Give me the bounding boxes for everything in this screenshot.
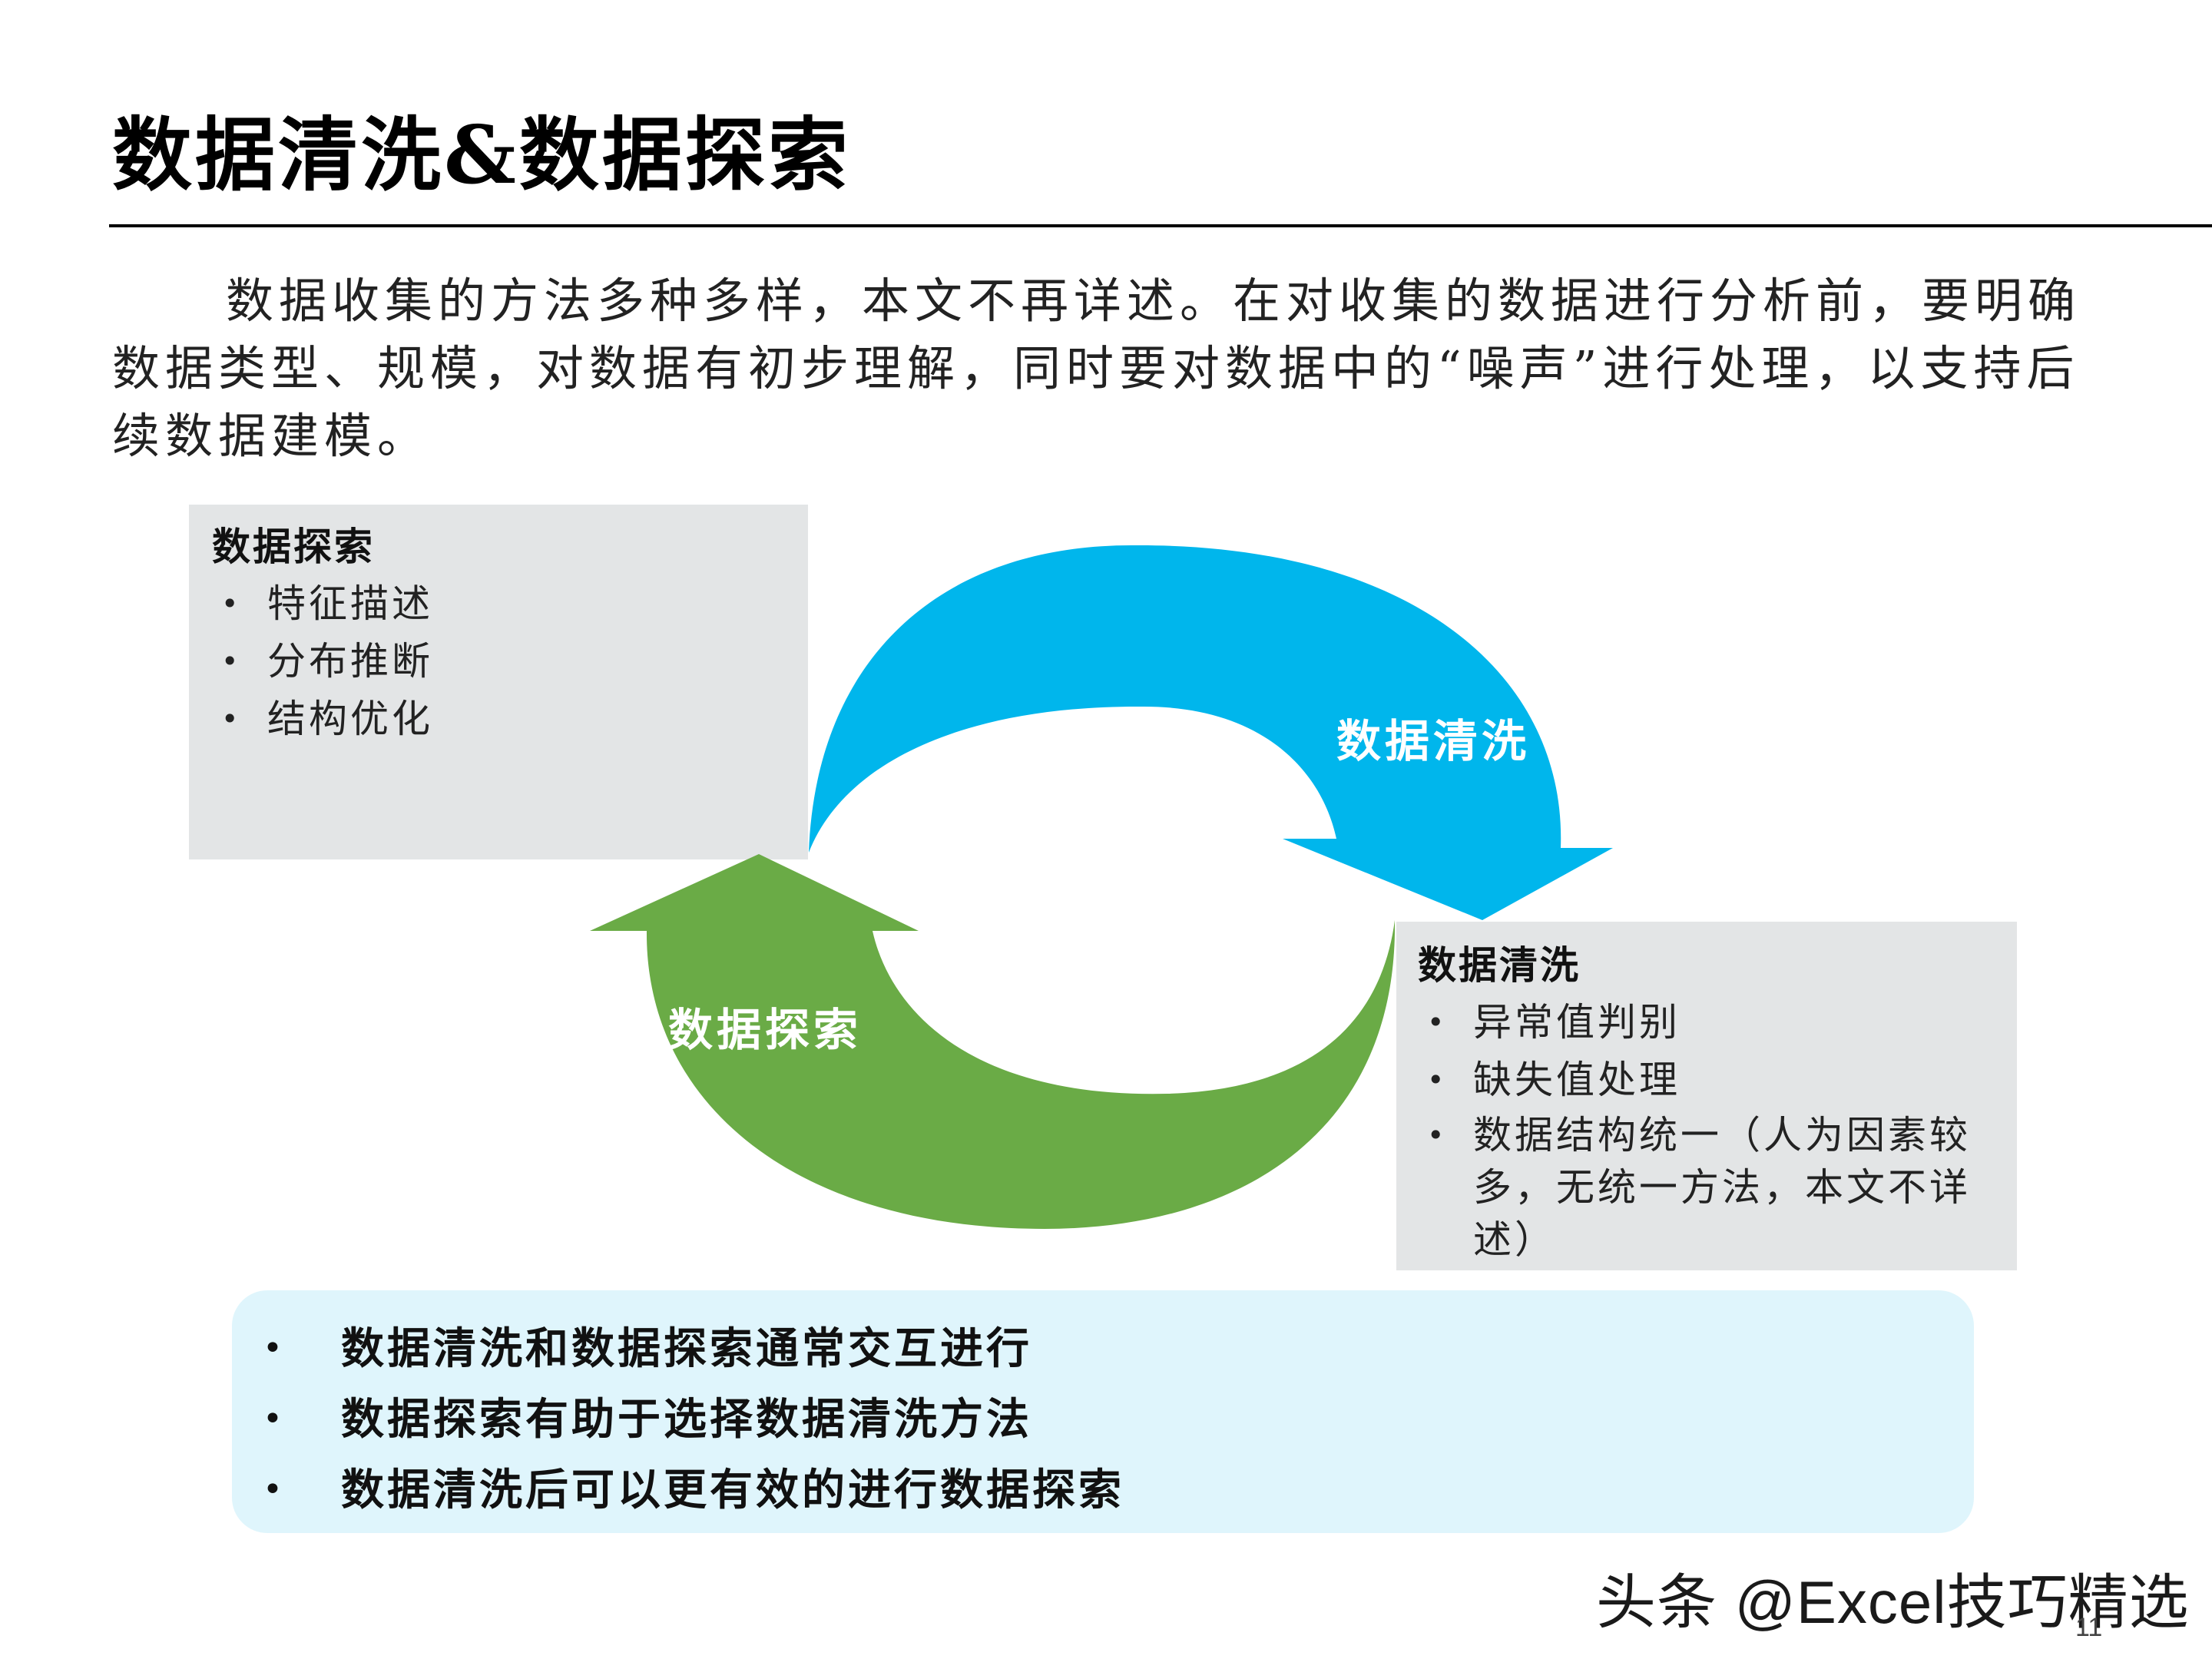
- summary-box: •数据清洗和数据探索通常交互进行 •数据探索有助于选择数据清洗方法 •数据清洗后…: [232, 1290, 1974, 1533]
- bullet-icon: •: [263, 1399, 286, 1439]
- explore-item: •分布推断: [204, 633, 433, 690]
- bullet-icon: •: [263, 1329, 286, 1368]
- bullet-icon: •: [1427, 1005, 1448, 1039]
- bullet-icon: •: [1427, 1063, 1448, 1097]
- clean-item: •异常值判别: [1410, 994, 2002, 1051]
- bullet-icon: •: [1427, 1118, 1448, 1152]
- bullet-icon: •: [263, 1470, 286, 1509]
- explore-panel-heading: 数据探索: [212, 524, 375, 569]
- clean-panel: 数据清洗 •异常值判别 •缺失值处理 •数据结构统一（人为因素较多，无统一方法，…: [1396, 922, 2017, 1270]
- page-number: 11: [2075, 1613, 2103, 1642]
- clean-item: •数据结构统一（人为因素较多，无统一方法，本文不详述）: [1410, 1109, 2002, 1266]
- intro-text: 数据收集的方法多种多样，本文不再详述。在对收集的数据进行分析前，要明确数据类型、…: [112, 273, 2081, 464]
- explore-item: •特征描述: [204, 575, 433, 633]
- bullet-icon: •: [221, 702, 242, 736]
- explore-arrow-label: 数据探索: [668, 1004, 863, 1056]
- summary-list: •数据清洗和数据探索通常交互进行 •数据探索有助于选择数据清洗方法 •数据清洗后…: [232, 1313, 1124, 1525]
- clean-panel-heading: 数据清洗: [1418, 942, 1581, 988]
- clean-arrow-label: 数据清洗: [1336, 715, 1531, 767]
- title-divider: [109, 224, 2212, 227]
- explore-item: •结构优化: [204, 690, 433, 748]
- bullet-icon: •: [221, 644, 242, 678]
- summary-item: •数据探索有助于选择数据清洗方法: [232, 1384, 1124, 1455]
- clean-list: •异常值判别 •缺失值处理 •数据结构统一（人为因素较多，无统一方法，本文不详述…: [1410, 994, 2002, 1266]
- summary-item: •数据清洗后可以更有效的进行数据探索: [232, 1455, 1124, 1525]
- watermark: 头条 @Excel技巧精选: [1596, 1568, 2190, 1636]
- clean-item: •缺失值处理: [1410, 1051, 2002, 1109]
- explore-panel: 数据探索 •特征描述 •分布推断 •结构优化: [189, 505, 808, 859]
- page-title: 数据清洗&数据探索: [112, 108, 851, 202]
- bullet-icon: •: [221, 587, 242, 621]
- intro-paragraph: 数据收集的方法多种多样，本文不再详述。在对收集的数据进行分析前，要明确数据类型、…: [112, 267, 2109, 470]
- clean-arrow-icon: [809, 545, 1613, 920]
- explore-list: •特征描述 •分布推断 •结构优化: [204, 575, 433, 748]
- summary-item: •数据清洗和数据探索通常交互进行: [232, 1313, 1124, 1384]
- explore-arrow-icon: [590, 854, 1396, 1229]
